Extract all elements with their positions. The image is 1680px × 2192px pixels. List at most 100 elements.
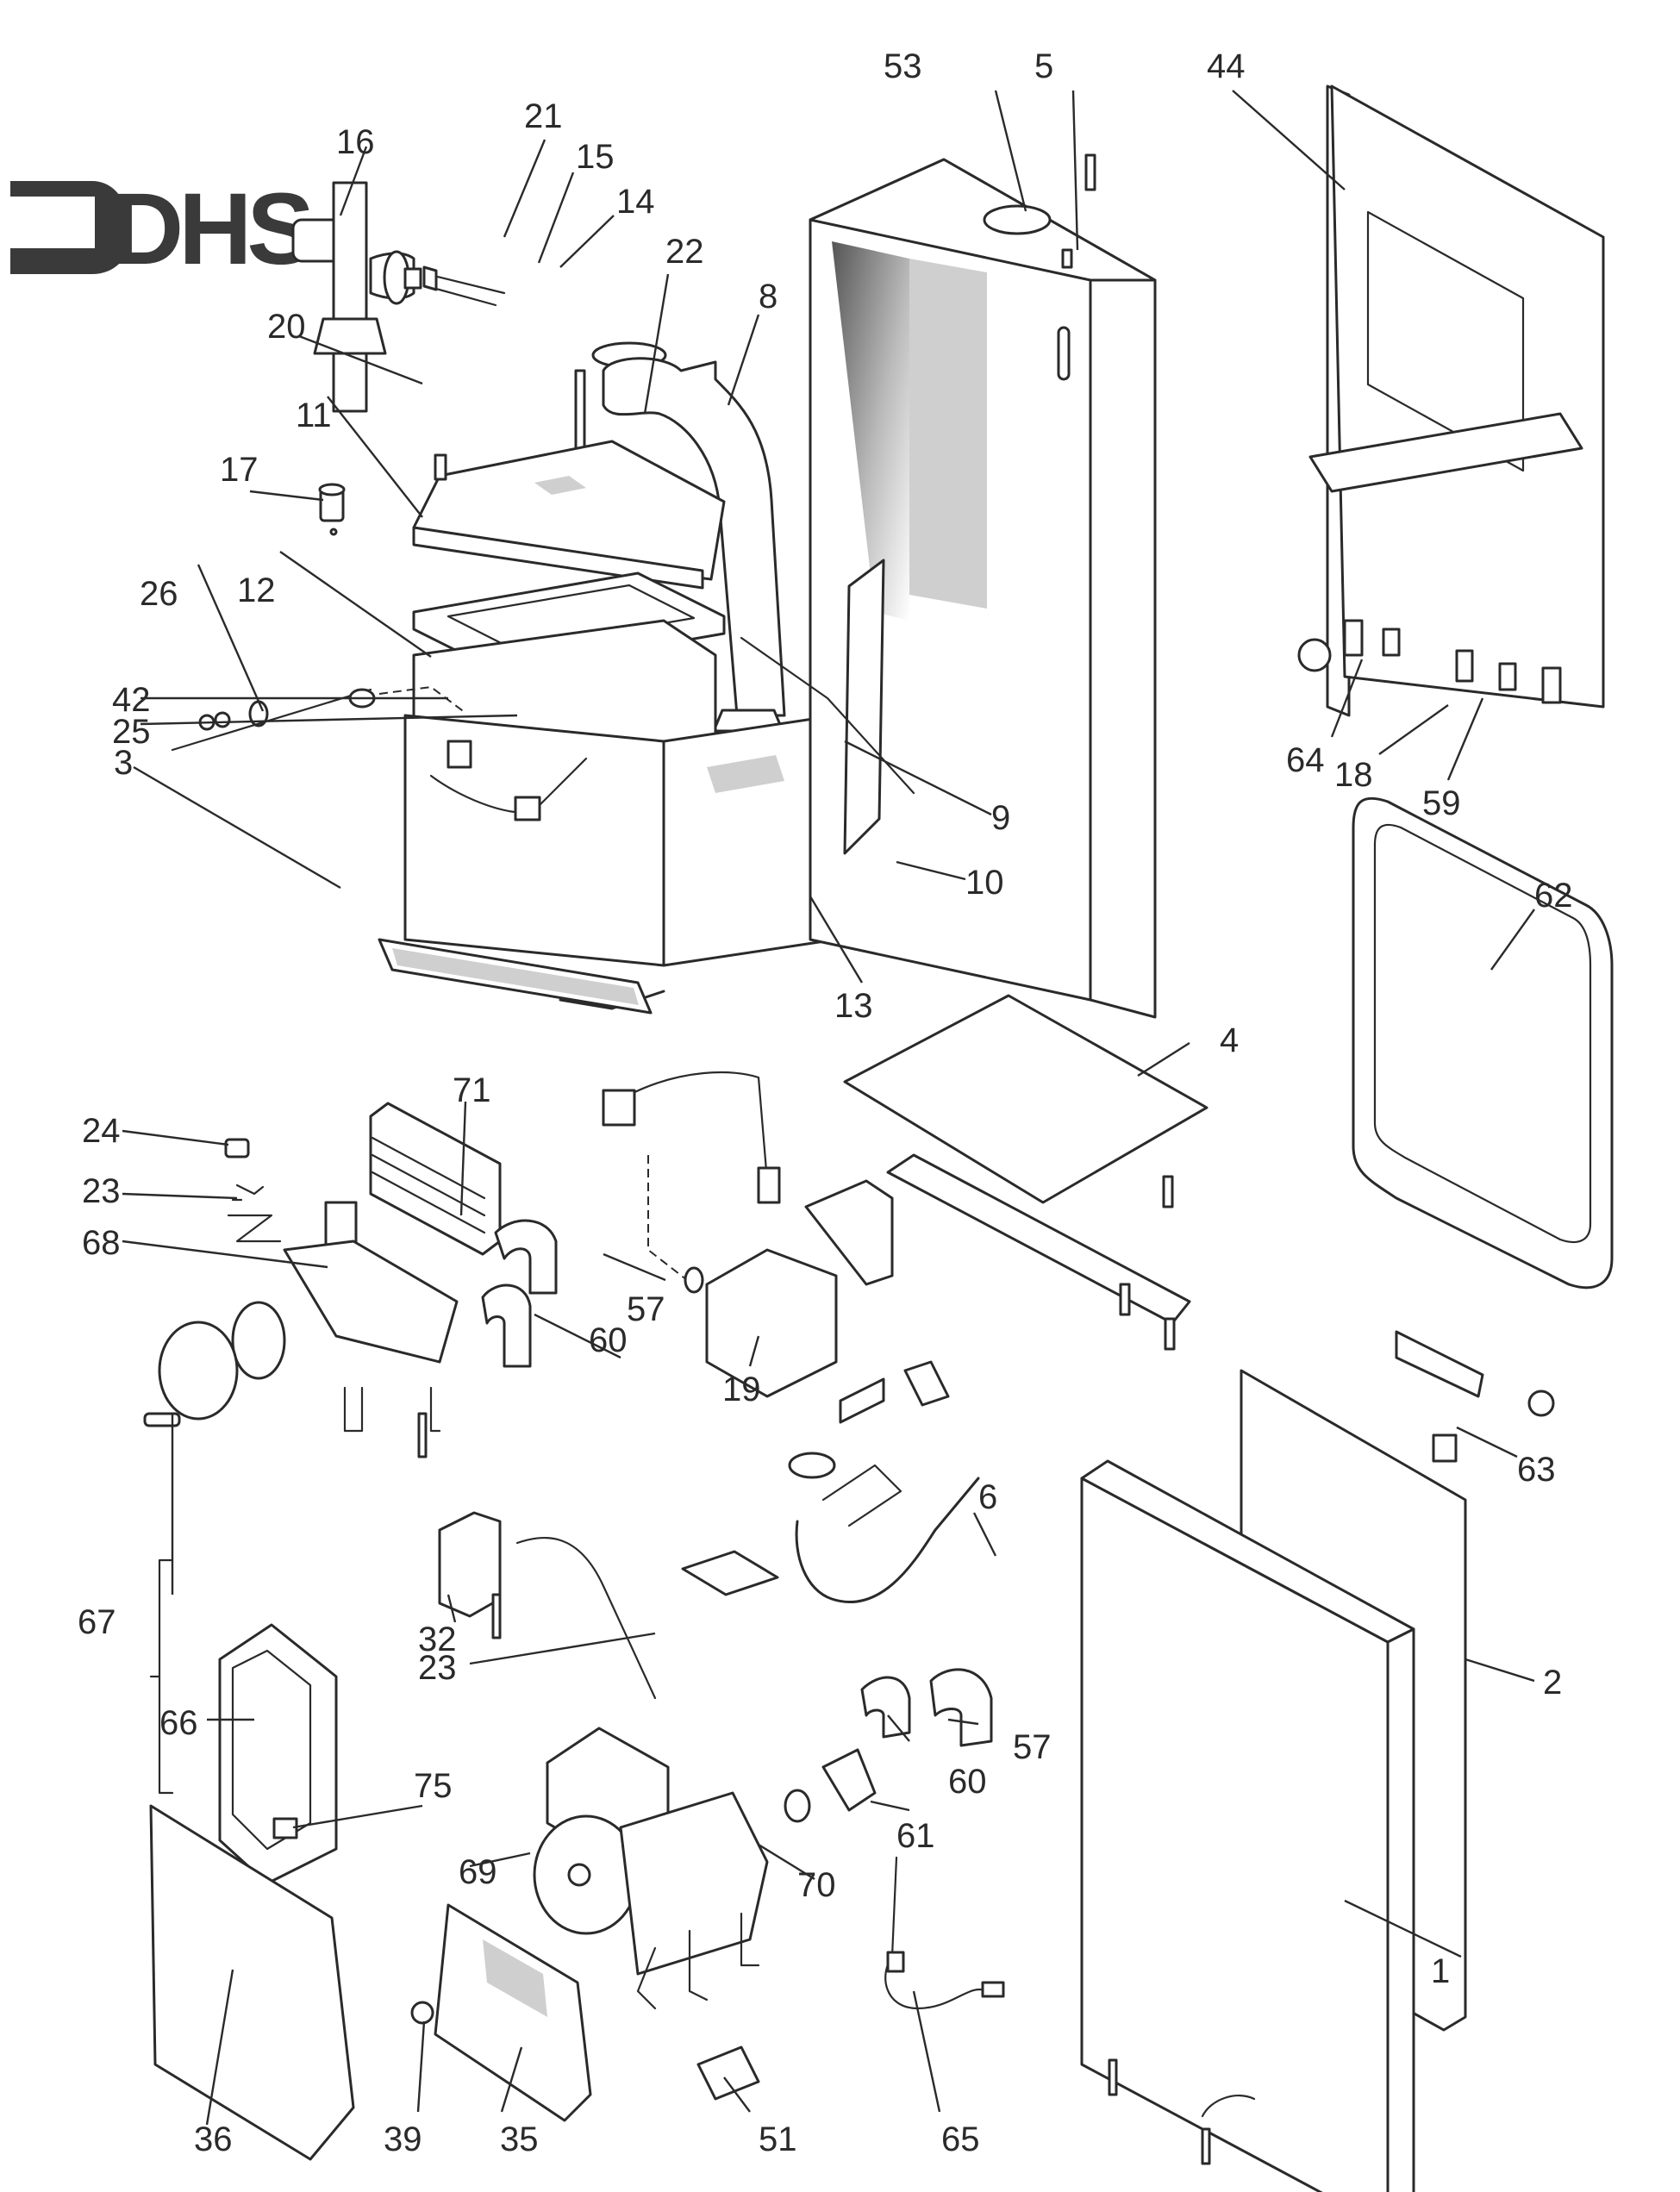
gas-o-ring — [684, 1266, 704, 1294]
leader-lines — [122, 90, 1535, 2126]
gas-valve-assembly — [602, 1071, 950, 1424]
gas-injector-nut — [403, 267, 422, 290]
callout-16: 16 — [336, 123, 375, 161]
leader-51 — [723, 2076, 751, 2113]
front-screw-left — [1108, 2058, 1118, 2096]
hood-screw — [434, 453, 447, 481]
plate-heat-exchanger — [369, 1102, 502, 1256]
sensor — [224, 1138, 250, 1158]
leader-8 — [727, 314, 760, 406]
gas-dashed-line — [647, 1155, 688, 1281]
callout-17: 17 — [220, 451, 259, 489]
pump-o-ring — [784, 1789, 811, 1823]
fan-hood-plate — [534, 476, 586, 495]
gas-valve-pin — [839, 1377, 885, 1424]
leader-75 — [292, 1804, 423, 1829]
callout-63: 63 — [1517, 1451, 1556, 1489]
leader-23b — [469, 1632, 656, 1665]
callout-65: 65 — [941, 2120, 980, 2158]
leader-60b — [887, 1714, 910, 1742]
leader-5 — [1071, 90, 1079, 251]
callout-53: 53 — [884, 47, 922, 85]
leader-22 — [643, 273, 670, 415]
bottom-panel — [843, 994, 1208, 1351]
control-box-cover — [434, 1903, 592, 2122]
callout-labels: 16 21 15 14 22 8 20 11 17 26 12 53 5 44 … — [78, 47, 1573, 2158]
gas-pipe-flange — [602, 1089, 636, 1127]
leader-10 — [896, 860, 966, 881]
side-panel — [843, 559, 885, 855]
leader-63 — [1456, 1426, 1518, 1458]
top-screw — [1084, 153, 1096, 191]
leader-6 — [972, 1512, 997, 1557]
isolation-valve-manifold — [1297, 619, 1562, 704]
leader-32 — [447, 1594, 457, 1623]
front-screw-right — [1201, 2127, 1211, 2165]
leader-62 — [1490, 909, 1535, 971]
callout-15: 15 — [576, 138, 615, 176]
pump-clips — [636, 1912, 760, 2010]
front-casing — [1080, 1369, 1467, 2192]
callout-14: 14 — [616, 183, 655, 221]
electronics — [149, 1804, 1005, 2161]
actuator-cover-body — [218, 1623, 338, 1885]
callout-1: 1 — [1431, 1952, 1450, 1990]
small-sensor-clips — [224, 1138, 265, 1202]
temperature-sensor — [884, 1856, 989, 2010]
callout-36: 36 — [194, 2120, 233, 2158]
leader-60a — [534, 1313, 621, 1359]
leader-15 — [537, 172, 575, 264]
cross-bar — [886, 1153, 1191, 1325]
sensor-gland — [886, 1951, 905, 1973]
diverter-valve — [143, 1201, 558, 1458]
diverter-diaphragm — [231, 1301, 286, 1380]
automatic-air-vent — [318, 483, 346, 536]
trap-hose — [515, 1536, 657, 1700]
pump-head-cap — [567, 1863, 591, 1887]
gas-nut — [422, 265, 438, 291]
leader-17 — [249, 490, 324, 502]
callout-64: 64 — [1286, 741, 1325, 779]
mounting-plate-window — [1366, 210, 1525, 472]
pump-outlet-connector — [821, 1748, 877, 1812]
u-clips-lower — [343, 1386, 441, 1433]
arrow-bracket-icon-lower — [10, 210, 131, 274]
mounting-rail — [1308, 412, 1583, 493]
gas-pipe-nut — [757, 1166, 781, 1204]
pump-body — [619, 1791, 769, 1976]
pressure-gauge — [1297, 638, 1332, 672]
callout-57-upper: 57 — [627, 1290, 665, 1328]
leader-61 — [870, 1800, 910, 1812]
callout-25: 25 — [112, 713, 151, 751]
fan-bracket — [313, 317, 387, 355]
fan-assembly — [291, 181, 506, 413]
callout-10: 10 — [965, 864, 1004, 902]
callout-32: 32 — [418, 1621, 457, 1658]
leader-11 — [327, 396, 423, 518]
gas-pipe — [425, 272, 506, 307]
callout-69: 69 — [459, 1853, 497, 1891]
pipe-elbow-lower — [929, 1668, 993, 1747]
assembly-bracket — [149, 1558, 174, 1795]
callout-24: 24 — [82, 1112, 121, 1150]
vessel-inner — [1373, 823, 1592, 1244]
leader-1 — [1344, 1899, 1462, 1958]
pump-assembly — [533, 1668, 993, 2010]
callout-19: 19 — [722, 1371, 761, 1408]
fan-housing — [332, 181, 368, 413]
gasket-inner — [447, 584, 696, 651]
callout-8: 8 — [759, 278, 778, 315]
callout-57-lower: 57 — [1013, 1728, 1052, 1766]
callout-70: 70 — [797, 1866, 836, 1904]
casing-interior-shade — [832, 241, 909, 621]
vessel-connector — [1432, 1433, 1458, 1463]
switch — [410, 2001, 434, 2025]
front-panel-cutout — [1201, 2095, 1256, 2118]
actuator-cover — [149, 1558, 338, 1885]
callout-67: 67 — [78, 1603, 116, 1641]
front-gasket-fill — [392, 948, 639, 1005]
trap-screw — [491, 1593, 502, 1639]
diverter-body — [283, 1240, 459, 1364]
leader-36 — [205, 1969, 234, 2126]
leader-44 — [1232, 90, 1346, 190]
